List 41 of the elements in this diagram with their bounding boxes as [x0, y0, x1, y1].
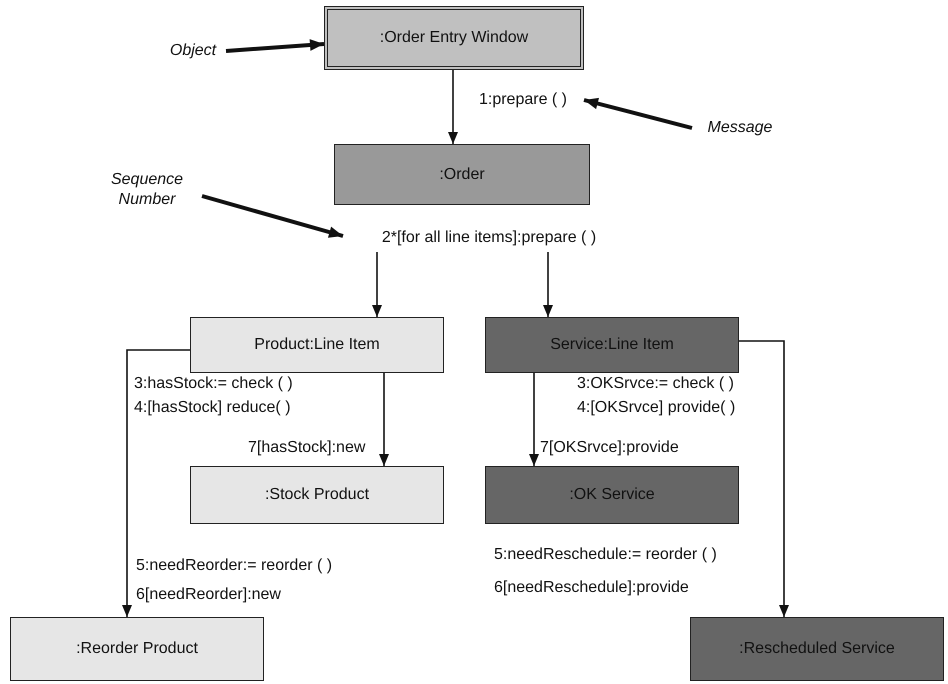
object-name: :Order Entry Window [380, 29, 528, 47]
pointer-arrow [226, 39, 324, 53]
object-name: :Rescheduled Service [739, 640, 895, 658]
object-box [324, 6, 584, 70]
message-arrow [543, 252, 553, 317]
object-name: Service:Line Item [550, 336, 674, 354]
object-name: :Reorder Product [76, 640, 198, 658]
message-arrow [122, 349, 190, 617]
message-label: 3:OKSrvce:= check ( ) [577, 375, 734, 393]
message-arrow [372, 252, 382, 317]
message-label: 3:hasStock:= check ( ) [134, 375, 293, 393]
annotation-text: Object [160, 38, 226, 64]
object-name: :OK Service [569, 486, 655, 504]
object-box [485, 317, 739, 373]
message-arrow [379, 373, 389, 466]
message-arrow [448, 70, 458, 144]
message-label: 5:needReorder:= reorder ( ) [136, 557, 332, 575]
object-name: :Order [439, 166, 485, 184]
message-label: 6[needReorder]:new [136, 586, 281, 604]
object-box [690, 617, 944, 681]
object-box [190, 466, 444, 524]
object-box [334, 144, 590, 205]
message-arrow [739, 340, 789, 617]
message-label: 5:needReschedule:= reorder ( ) [494, 546, 717, 564]
edge-label: 7[OKSrvce]:provide [540, 439, 679, 457]
object-box [485, 466, 739, 524]
pointer-arrow [201, 194, 344, 238]
annotation-text: Sequence Number [92, 166, 202, 214]
message-text: 1:prepare ( ) [462, 88, 584, 112]
message-label: 6[needReschedule]:provide [494, 579, 689, 597]
object-name: :Stock Product [264, 486, 370, 504]
object-box [190, 317, 444, 373]
annotation-text: Message [692, 116, 788, 140]
object-name: Product:Line Item [254, 336, 380, 354]
message-arrow [529, 373, 539, 466]
edge-label: 7[hasStock]:new [248, 439, 366, 457]
object-box [10, 617, 264, 681]
message-text: 2*[for all line items]:prepare ( ) [343, 224, 635, 252]
pointer-arrow [584, 98, 692, 130]
message-label: 4:[OKSrvce] provide( ) [577, 399, 736, 417]
message-label: 4:[hasStock] reduce( ) [134, 399, 291, 417]
